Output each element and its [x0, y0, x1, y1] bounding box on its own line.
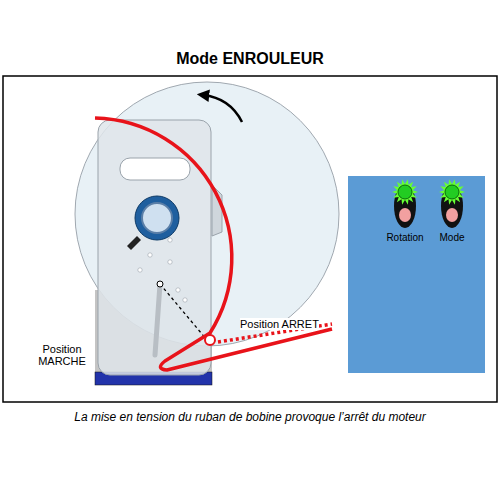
hole [138, 268, 142, 272]
caption: La mise en tension du ruban de bobine pr… [0, 410, 500, 424]
title: Mode ENROULEUR [0, 50, 500, 68]
hub-inner [142, 203, 172, 233]
hole [168, 238, 172, 242]
position-label: Position ARRET [240, 318, 319, 330]
hole [183, 298, 187, 302]
push-button: Rotation [386, 178, 423, 243]
rotation-arrow [203, 95, 242, 122]
light-glow [392, 179, 418, 204]
lever-arret [160, 284, 207, 340]
frame [3, 76, 497, 402]
hub [135, 196, 179, 240]
pink-light [399, 208, 411, 222]
plate-holes [138, 238, 187, 302]
hole [176, 288, 180, 292]
button-label: Mode [436, 232, 468, 243]
plate-slot [120, 158, 190, 180]
machine-plate [98, 120, 211, 375]
green-light [398, 185, 412, 199]
push-button: Mode [436, 178, 468, 243]
lever-marche [155, 284, 160, 355]
tape-marche [95, 118, 332, 370]
knob [127, 236, 141, 250]
hole [168, 260, 172, 264]
light-glow [439, 179, 465, 204]
pink-light [446, 208, 458, 222]
green-light [445, 185, 459, 199]
position-label: Position MARCHE [31, 343, 93, 367]
lever-pivot [157, 281, 163, 287]
button-symbol [389, 178, 421, 230]
tape-roller [205, 335, 215, 345]
button-symbol [436, 178, 468, 230]
hole [148, 253, 152, 257]
control-panel [348, 176, 485, 373]
button-label: Rotation [386, 232, 423, 243]
